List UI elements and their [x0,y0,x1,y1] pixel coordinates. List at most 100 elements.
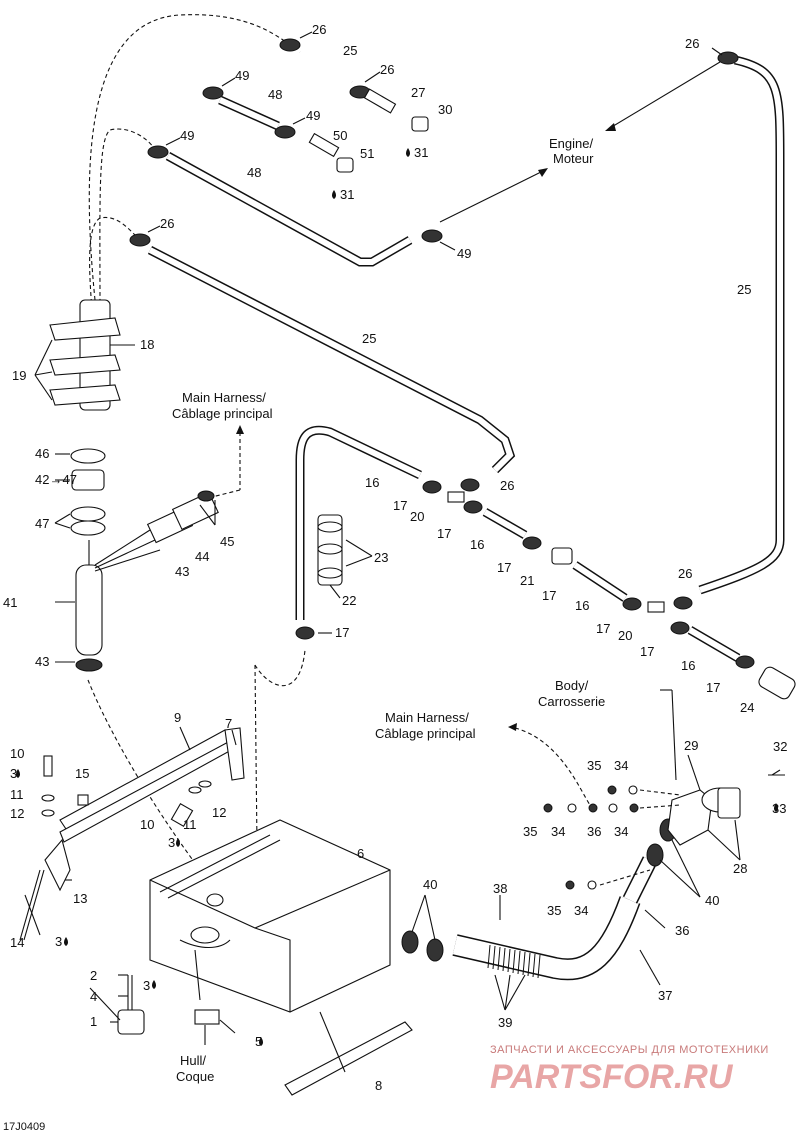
drop-icon [406,148,410,157]
part-label-32: 32 [773,739,787,754]
part-label-35: 35 [523,824,537,839]
part-label-25: 25 [737,282,751,297]
part-label-13: 13 [73,891,87,906]
fittings [308,88,796,700]
callout-body-line2: Carrosserie [538,694,605,709]
direction-arrows [199,61,721,806]
part-label-43: 42→47 [35,472,77,487]
filler-neck [401,787,741,981]
part-label-8: 8 [375,1078,382,1093]
part-label-17: 17 [497,560,511,575]
part-label-18: 18 [140,337,154,352]
part-label-26: 26 [380,62,394,77]
part-label-12: 12 [212,805,226,820]
part-label-26: 26 [678,566,692,581]
callout-main-harness-top-line1: Main Harness/ [182,390,266,405]
part-label-27: 27 [411,85,425,100]
part-label-28: 28 [733,861,747,876]
support-bracket [317,514,343,586]
part-label-52: 50 [333,128,347,143]
callout-hull-line2: Coque [176,1069,214,1084]
part-label-17: 17 [393,498,407,513]
part-label-6: 6 [357,846,364,861]
part-label-53: 51 [360,146,374,161]
callout-body-line1: Body/ [555,678,589,693]
part-label-42-47: 41 [3,595,17,610]
drop-icon [16,769,20,778]
part-label-3: 3 [10,766,17,781]
part-label-17: 17 [335,625,349,640]
part-label-16: 16 [365,475,379,490]
sender-unit [117,975,145,1035]
part-label-29: 29 [684,738,698,753]
watermark: ЗАПЧАСТИ И АКСЕССУАРЫ ДЛЯ МОТОТЕХНИКИ PA… [490,1044,769,1096]
part-label-20: 20 [410,509,424,524]
leader-lines [24,31,781,1073]
tank-strap [19,727,245,941]
part-label-46: 44 [195,549,209,564]
watermark-logo: PARTSFOR.RU [490,1058,734,1096]
part-label-31: 31 [414,145,428,160]
part-label-47: 45 [220,534,234,549]
part-label-4: 4 [90,989,97,1004]
fuel-pump-assembly [49,299,219,672]
part-label-19: 19 [12,368,26,383]
callout-labels: Engine/ Moteur Main Harness/ Câblage pri… [172,136,605,1084]
part-label-25: 25 [362,331,376,346]
part-label-10: 10 [10,746,24,761]
part-label-51: 49 [235,68,249,83]
part-label-35: 35 [587,758,601,773]
part-label-38: 36 [675,923,689,938]
part-label-44: 43 [35,654,49,669]
fuel-tank [149,819,391,1025]
part-label-5: 5 [255,1034,262,1049]
part-label-51: 49 [180,128,194,143]
small-hardware [543,774,785,890]
part-label-11: 11 [10,787,24,802]
part-label-34: 34 [574,903,588,918]
part-label-35: 35 [547,903,561,918]
part-label-40: 39 [498,1015,512,1030]
watermark-line1: ЗАПЧАСТИ И АКСЕССУАРЫ ДЛЯ МОТОТЕХНИКИ [490,1044,769,1056]
part-label-39: 38 [493,881,507,896]
drop-icon [332,190,336,199]
part-label-51: 49 [457,246,471,261]
drawing-code: 17J0409 [3,1121,45,1133]
part-number-labels: 26 25 26 27 30 31 49 48 49 50 51 31 49 4… [3,22,787,1093]
part-label-30: 30 [438,102,452,117]
part-label-50: 48 [247,165,261,180]
callout-main-harness-top-line2: Câblage principal [172,406,273,421]
sealant-drop-icons [16,148,778,1046]
callout-hull-line1: Hull/ [180,1053,206,1068]
part-label-21: 21 [520,573,534,588]
part-label-17: 17 [596,621,610,636]
part-label-16: 16 [681,658,695,673]
drop-icon [176,838,180,847]
callout-engine-line1: Engine/ [549,136,593,151]
part-label-26: 26 [685,36,699,51]
part-label-3: 3 [168,835,175,850]
fuel-lines [87,14,785,936]
part-label-3: 3 [55,934,62,949]
part-label-23: 23 [374,550,388,565]
part-label-14: 14 [10,935,24,950]
part-label-17: 17 [542,588,556,603]
part-label-50: 48 [268,87,282,102]
part-label-20: 20 [618,628,632,643]
part-label-49: 47 [35,516,49,531]
part-label-45: 43 [175,564,189,579]
callout-engine-line2: Moteur [553,151,594,166]
part-label-24: 24 [740,700,754,715]
part-label-7: 7 [225,716,232,731]
part-label-16: 16 [575,598,589,613]
part-label-26: 26 [312,22,326,37]
part-label-11: 11 [183,817,197,832]
drop-icon [259,1037,263,1046]
part-label-41: 40 [705,893,719,908]
callout-main-harness-right-line2: Câblage principal [375,726,476,741]
part-label-36: 36 [587,824,601,839]
part-label-31: 31 [340,187,354,202]
part-label-1: 1 [90,1014,97,1029]
